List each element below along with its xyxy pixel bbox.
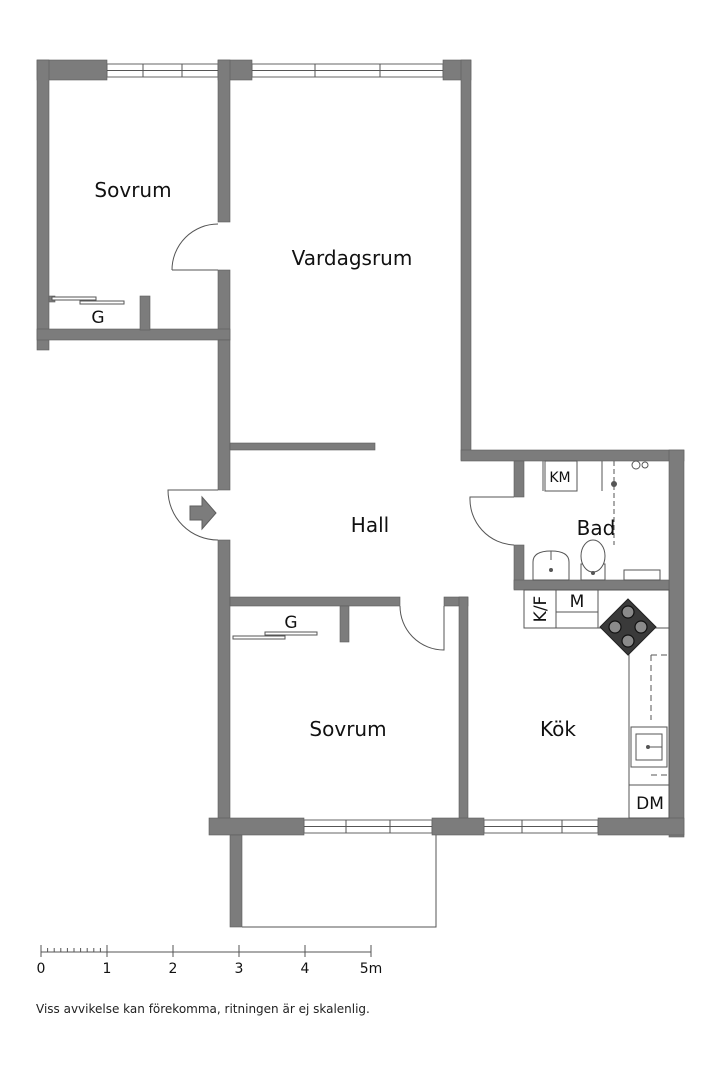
floor-plan: Sovrum Vardagsrum Hall Bad Sovrum Kök G … xyxy=(36,59,685,977)
label-wardrobe-bottom: G xyxy=(284,613,297,633)
windows xyxy=(106,63,599,834)
fixture-labels: G G KM K/F M DM xyxy=(91,308,663,814)
walls xyxy=(36,59,685,928)
scale-label-5: 5m xyxy=(360,961,383,977)
window-kitchen xyxy=(483,819,599,834)
scale-label-1: 1 xyxy=(103,961,112,977)
label-fridge-freezer: K/F xyxy=(531,596,551,623)
doors xyxy=(167,223,515,651)
label-bedroom-top: Sovrum xyxy=(94,178,171,202)
scale-label-3: 3 xyxy=(235,961,244,977)
kitchen-fixtures xyxy=(523,589,670,819)
label-bedroom-bottom: Sovrum xyxy=(309,717,386,741)
scale-ticks xyxy=(40,945,372,957)
toilet-icon xyxy=(580,539,606,581)
bath-fixtures xyxy=(532,460,661,581)
scale-label-0: 0 xyxy=(37,961,46,977)
window-living xyxy=(251,63,444,78)
stove-icon xyxy=(599,598,657,656)
label-living-room: Vardagsrum xyxy=(292,246,413,270)
label-microwave: M xyxy=(570,592,585,612)
scale-label-4: 4 xyxy=(301,961,310,977)
label-washing-machine: KM xyxy=(549,470,570,486)
window-top-bedroom xyxy=(106,63,219,78)
room-labels: Sovrum Vardagsrum Hall Bad Sovrum Kök xyxy=(94,178,615,741)
window-bottom-bedroom xyxy=(303,819,433,834)
sliding-doors xyxy=(51,296,318,640)
washing-machine-box xyxy=(544,460,578,492)
label-wardrobe-top: G xyxy=(91,308,104,328)
label-hall: Hall xyxy=(351,513,389,537)
balcony xyxy=(242,835,437,928)
scale-label-2: 2 xyxy=(169,961,178,977)
entrance-arrow-icon xyxy=(189,495,217,531)
label-kitchen: Kök xyxy=(540,717,576,741)
kitchen-sink-icon xyxy=(630,726,668,768)
disclaimer-note: Viss avvikelse kan förekomma, ritningen … xyxy=(36,1002,370,1016)
label-dishwasher: DM xyxy=(636,794,664,814)
scale-bar: 0 1 2 3 4 5m xyxy=(37,945,383,977)
label-bathroom: Bad xyxy=(577,516,616,540)
